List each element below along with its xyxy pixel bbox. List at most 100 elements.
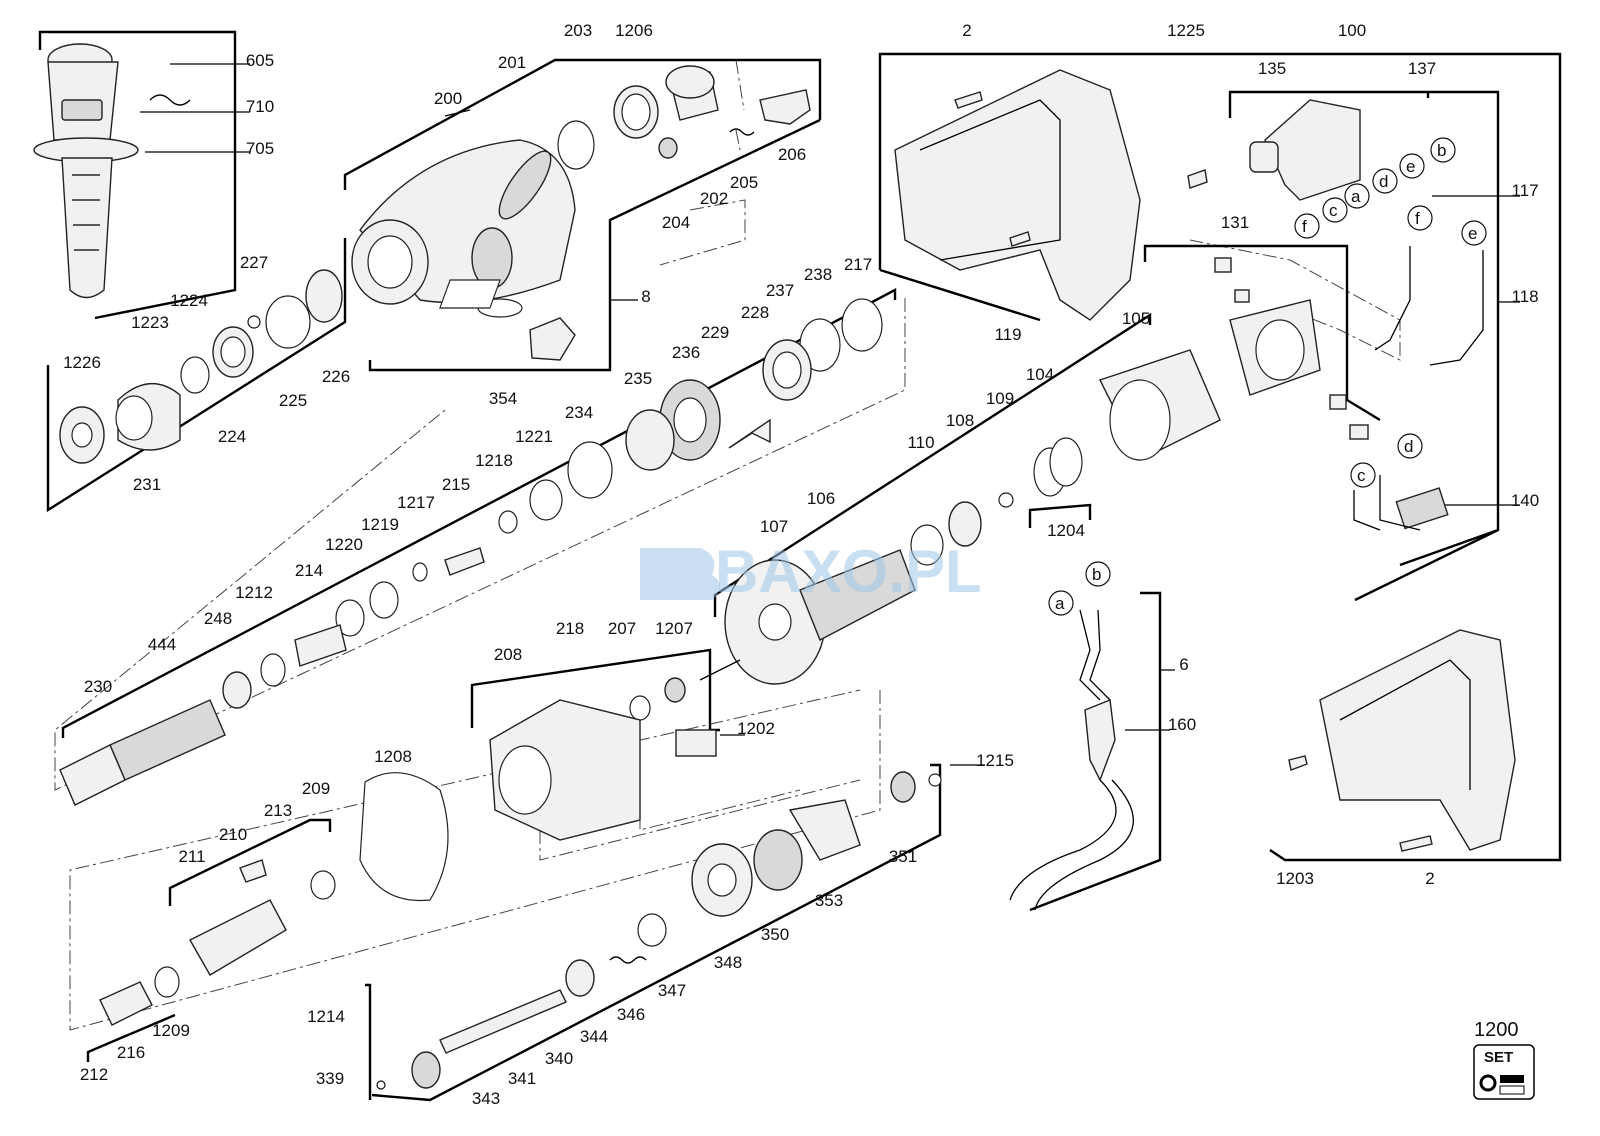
part-label-343: 343 [472,1089,500,1108]
part-label-1206: 1206 [615,21,653,40]
part-label-8: 8 [641,287,650,306]
part-label-341: 341 [508,1069,536,1088]
part-label-1212: 1212 [235,583,273,602]
gear-housing [359,699,641,902]
part-label-347: 347 [658,981,686,1000]
part-label-1220: 1220 [325,535,363,554]
part-label-217: 217 [844,255,872,274]
motor-parts [629,349,1221,757]
part-label-346: 346 [617,1005,645,1024]
part-label-224: 224 [218,427,246,446]
part-label-340: 340 [545,1049,573,1068]
set-badge: 1200 SET [1473,1019,1535,1100]
part-label-228: 228 [741,303,769,322]
part-label-1226: 1226 [63,353,101,372]
part-label-100: 100 [1338,21,1366,40]
part-label-202: 202 [700,189,728,208]
wire-letter-a: a [1351,187,1361,206]
part-label-348: 348 [714,953,742,972]
gear-assembly-parts [59,298,883,806]
wire-letter-c: c [1357,466,1366,485]
part-label-200: 200 [434,89,462,108]
part-label-1218: 1218 [475,451,513,470]
part-label-203: 203 [564,21,592,40]
part-label-350: 350 [761,925,789,944]
part-label-206: 206 [778,145,806,164]
switch-and-brush-parts [1214,99,1484,531]
part-label-1208: 1208 [374,747,412,766]
wire-letter-b: b [1092,565,1101,584]
lower-shaft-parts [99,771,942,1090]
part-label-216: 216 [117,1043,145,1062]
part-label-229: 229 [701,323,729,342]
part-label-2: 2 [1425,869,1434,888]
part-label-344: 344 [580,1027,608,1046]
part-label-231: 231 [133,475,161,494]
part-label-131: 131 [1221,213,1249,232]
part-label-1215: 1215 [976,751,1014,770]
wire-letter-d: d [1379,172,1388,191]
part-label-205: 205 [730,173,758,192]
part-label-212: 212 [80,1065,108,1084]
part-label-605: 605 [246,51,274,70]
top-ring-parts [439,65,811,309]
chuck-cap-parts [59,269,343,464]
part-label-118: 118 [1511,287,1538,306]
wire-letter-f: f [1415,209,1420,228]
part-label-135: 135 [1258,59,1286,78]
part-label-1204: 1204 [1047,521,1085,540]
part-label-238: 238 [804,265,832,284]
watermark: BAXO.PL [640,538,982,605]
part-label-1202: 1202 [737,719,775,738]
wire-letter-f: f [1302,217,1307,236]
part-label-213: 213 [264,801,292,820]
wire-letter-e: e [1468,224,1477,243]
main-housing [894,69,1516,852]
set-badge-number: 1200 [1474,1019,1519,1041]
side-handle [33,43,191,299]
part-label-1217: 1217 [397,493,435,512]
part-label-1209: 1209 [152,1021,190,1040]
part-label-705: 705 [246,139,274,158]
power-cable [1009,609,1134,911]
part-label-230: 230 [84,677,112,696]
wire-letter-d: d [1404,437,1413,456]
part-label-1219: 1219 [361,515,399,534]
part-label-1214: 1214 [307,1007,345,1026]
part-label-201: 201 [498,53,526,72]
part-label-226: 226 [322,367,350,386]
part-label-210: 210 [219,825,247,844]
part-label-225: 225 [279,391,307,410]
set-badge-label: SET [1484,1049,1513,1066]
bracket-lines [38,30,1562,1102]
part-label-108: 108 [946,411,974,430]
part-label-218: 218 [556,619,584,638]
wire-letter-b: b [1437,141,1446,160]
part-label-106: 106 [807,489,835,508]
part-label-107: 107 [760,517,788,536]
part-label-351: 351 [889,847,917,866]
part-label-235: 235 [624,369,652,388]
part-label-215: 215 [442,475,470,494]
part-label-248: 248 [204,609,232,628]
part-label-208: 208 [494,645,522,664]
part-label-204: 204 [662,213,690,232]
part-label-1224: 1224 [170,291,208,310]
part-label-339: 339 [316,1069,344,1088]
part-label-109: 109 [986,389,1014,408]
part-label-237: 237 [766,281,794,300]
part-label-137: 137 [1408,59,1436,78]
part-label-6: 6 [1179,655,1188,674]
part-label-117: 117 [1511,181,1538,200]
part-label-1203: 1203 [1276,869,1314,888]
wire-connection-markers: b e d a c f f e d c a b [1048,137,1487,616]
part-label-209: 209 [302,779,330,798]
part-label-234: 234 [565,403,593,422]
part-label-1221: 1221 [515,427,553,446]
part-label-1223: 1223 [131,313,169,332]
watermark-text: BAXO.PL [715,538,982,605]
part-label-214: 214 [295,561,323,580]
